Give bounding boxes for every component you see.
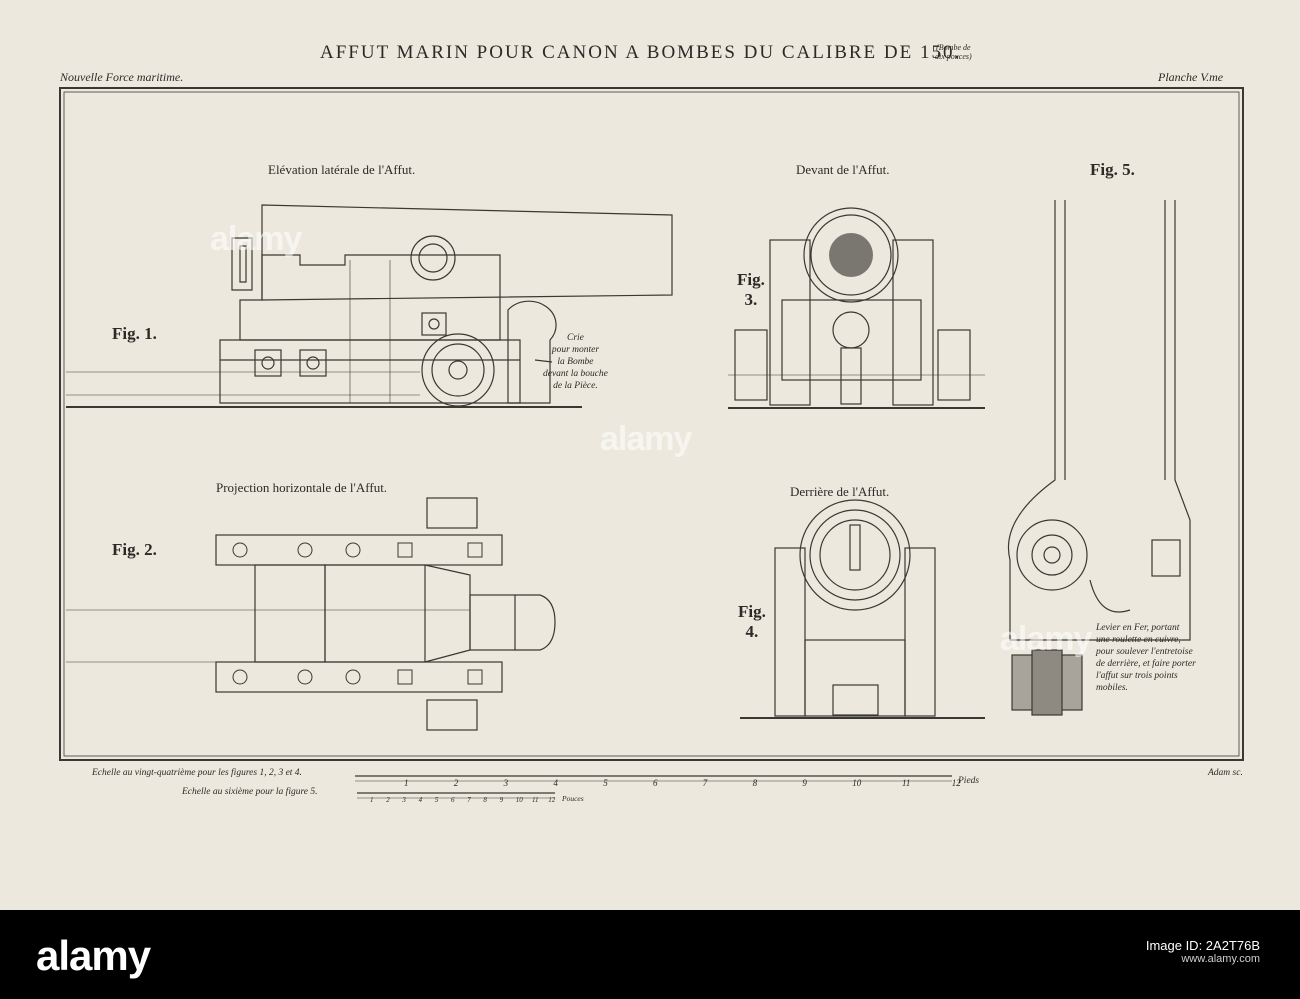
- header-series: Nouvelle Force maritime.: [60, 70, 184, 84]
- scale-tick-label: 10: [515, 796, 523, 804]
- technical-drawing: [59, 87, 1244, 799]
- plate-frame: [59, 87, 1244, 761]
- watermark: alamy: [1000, 620, 1092, 658]
- scale-tick-label: 2: [453, 778, 459, 788]
- scale2-unit: Pouces: [562, 794, 584, 803]
- fig3-caption: Devant de l'Affut.: [796, 162, 890, 177]
- scale-tick-label: 6: [653, 778, 658, 788]
- scale-tick-label: 7: [467, 796, 471, 804]
- fig1-side-elevation: [66, 204, 673, 407]
- plate-title: AFFUT MARIN POUR CANON A BOMBES DU CALIB…: [320, 42, 962, 63]
- fig1-label: Fig. 1.: [112, 324, 157, 343]
- fig2-caption: Projection horizontale de l'Affut.: [216, 480, 388, 495]
- scale-tick-label: 10: [852, 778, 862, 788]
- stock-id: Image ID: 2A2T76B www.alamy.com: [1145, 938, 1260, 965]
- scale-tick-label: 6: [451, 796, 455, 804]
- watermark: alamy: [600, 420, 692, 458]
- scale-tick-label: 1: [370, 796, 374, 804]
- fig5-note: Levier en Fer, portant une roulette en c…: [1096, 623, 1196, 693]
- scale-tick-label: 5: [434, 796, 439, 804]
- fig4-caption: Derrière de l'Affut.: [790, 484, 890, 499]
- fig3-label: Fig. 3.: [737, 270, 765, 309]
- fig5-label: Fig. 5.: [1090, 160, 1135, 179]
- scale-tick-label: 9: [499, 796, 504, 804]
- fig3-front-view: [728, 207, 985, 406]
- brand-logo: alamy: [36, 932, 151, 979]
- fig2-plan-view: [66, 497, 556, 731]
- fig5-lever: [1007, 200, 1191, 716]
- fig1-caption: Elévation latérale de l'Affut.: [268, 162, 416, 177]
- scale-tick-label: 7: [702, 778, 708, 788]
- engraver-credit: Adam sc.: [1208, 768, 1243, 778]
- scale-tick-label: 3: [402, 796, 406, 804]
- scale-tick-label: 4: [418, 796, 423, 804]
- scale-tick-label: 8: [752, 778, 758, 788]
- scale-tick-label: 11: [532, 796, 539, 804]
- scale-tick-label: 3: [503, 778, 509, 788]
- scale-tick-label: 12: [951, 778, 961, 788]
- scale-bars: [355, 775, 952, 799]
- header-plate-number: Planche V.me: [1158, 70, 1224, 84]
- scale-tick-label: 8: [483, 796, 487, 804]
- fig1-note: Crie pour monter la Bombe devant la bouc…: [543, 333, 608, 391]
- scale-tick-label: 2: [386, 796, 390, 804]
- scale1-unit: Pieds: [958, 776, 980, 786]
- scale-tick-label: 11: [902, 778, 911, 788]
- watermark: alamy: [210, 220, 302, 258]
- fig4-rear-view: [740, 499, 985, 719]
- fig4-label: Fig. 4.: [738, 602, 766, 641]
- fig2-label: Fig. 2.: [112, 540, 157, 559]
- scale-tick-label: 4: [553, 778, 558, 788]
- scale-tick-label: 9: [802, 778, 807, 788]
- scale1-label: Echelle au vingt-quatrième pour les figu…: [92, 768, 302, 778]
- scale-tick-label: 12: [548, 796, 556, 804]
- engraving-plate: [0, 0, 1300, 910]
- plate-frame-inner: [63, 91, 1240, 757]
- scale2-label: Echelle au sixième pour la figure 5.: [182, 787, 318, 797]
- stock-footer-bar: alamy Image ID: 2A2T76B www.alamy.com: [0, 910, 1300, 999]
- scale-tick-label: 1: [404, 778, 409, 788]
- plate-title-note: (Bombe de dix pouces): [935, 43, 972, 61]
- scale-tick-label: 5: [603, 778, 608, 788]
